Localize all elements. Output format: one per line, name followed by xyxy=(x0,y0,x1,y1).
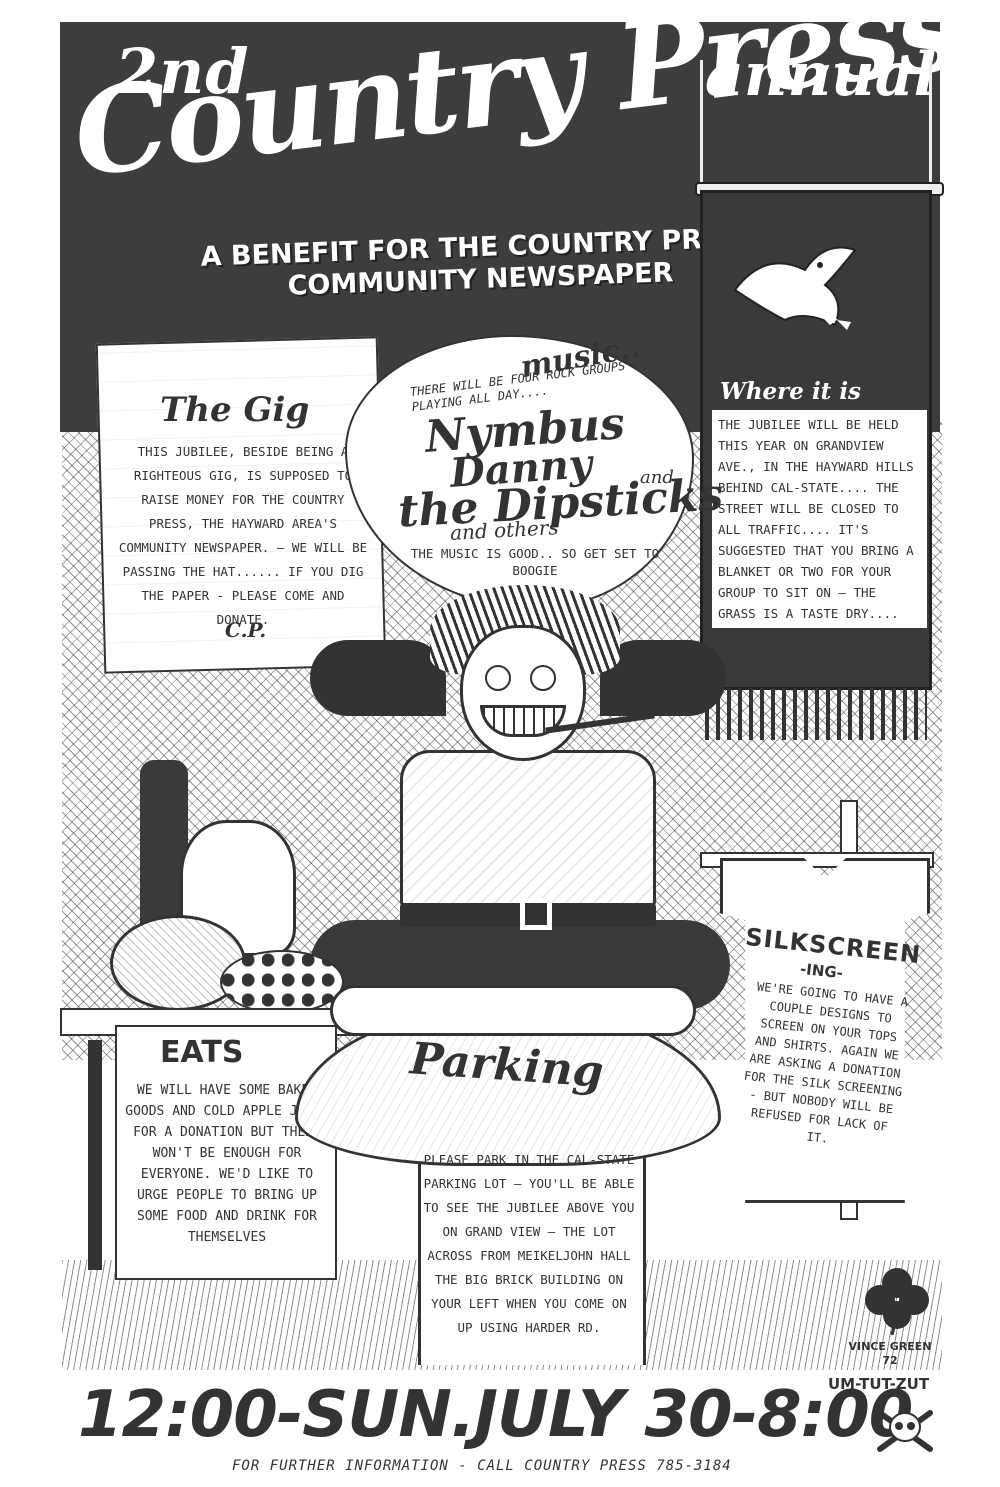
eats-sign xyxy=(115,1025,337,1280)
gig-signature: C.P. xyxy=(225,618,267,642)
artist-name: VINCE GREEN xyxy=(848,1340,932,1353)
dove-icon xyxy=(733,246,857,330)
elf-arm-right xyxy=(600,640,726,716)
mushroom-stem xyxy=(418,1150,646,1365)
where-text: THE JUBILEE WILL BE HELD THIS YEAR ON GR… xyxy=(712,410,927,628)
artist-tag: UM-TUT-ZUT xyxy=(828,1375,930,1393)
event-datetime: 12:00-SUN.JULY 30-8:00 xyxy=(78,1378,913,1452)
music-outro: THE MUSIC IS GOOD.. SO GET SET TO BOOGIE xyxy=(410,546,660,578)
cushion xyxy=(330,985,696,1036)
elf-grin xyxy=(480,705,566,737)
contact-info: FOR FURTHER INFORMATION - CALL COUNTRY P… xyxy=(232,1458,732,1474)
eats-title: EATS xyxy=(160,1035,244,1070)
gig-text: THIS JUBILEE, BESIDE BEING A RIGHTEOUS G… xyxy=(118,444,368,627)
annual-label: annual xyxy=(705,40,937,110)
banner-fringe xyxy=(705,688,927,740)
elf-eye-left xyxy=(485,665,511,691)
eats-post xyxy=(88,1040,102,1270)
elf-head xyxy=(460,625,586,761)
elf-body xyxy=(400,750,656,911)
silkscreen-text: WE'RE GOING TO HAVE A COUPLE DESIGNS TO … xyxy=(743,979,909,1146)
band-and: and xyxy=(640,467,674,488)
belt-buckle-icon xyxy=(520,898,552,930)
bread-icon xyxy=(110,915,246,1011)
gig-title: The Gig xyxy=(160,390,310,430)
parking-text: PLEASE PARK IN THE CAL-STATE PARKING LOT… xyxy=(423,1152,635,1335)
elf-arm-left xyxy=(310,640,446,716)
artist-credit: VINCE GREEN 72 xyxy=(835,1340,945,1368)
eats-text: WE WILL HAVE SOME BAKED GOODS AND COLD A… xyxy=(125,1083,329,1245)
clover-icon xyxy=(865,1268,929,1335)
tshirt-icon xyxy=(720,858,930,1203)
banner-hanger xyxy=(700,60,932,190)
skull-crossbones-icon xyxy=(877,1410,933,1452)
grapes-icon xyxy=(220,950,344,1014)
edition-label: 2nd xyxy=(115,35,250,108)
where-title: Where it is xyxy=(720,378,861,405)
elf-eye-right xyxy=(530,665,556,691)
artist-year: 72 xyxy=(882,1354,898,1367)
